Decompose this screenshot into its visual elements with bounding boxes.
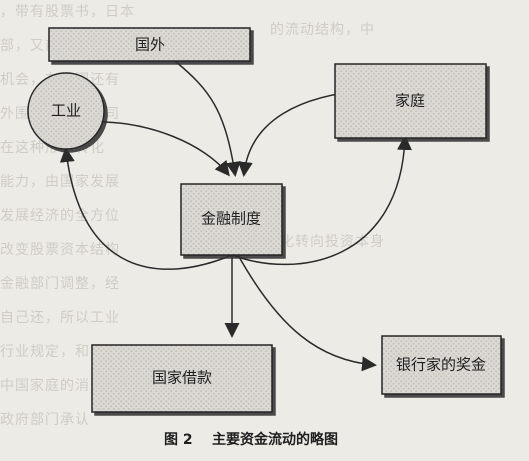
background-text-line: 自己还，所以工业	[0, 310, 120, 326]
node-label-state-borrowing: 国家借款	[152, 369, 212, 387]
background-text-line: 行业规定，和能源	[0, 344, 120, 360]
node-label-financial-system: 金融制度	[201, 210, 261, 228]
background-text-line: 中国家庭的消费	[0, 377, 105, 394]
arrow-financial-to-industry	[59, 147, 233, 270]
arrow-foreign-to-financial	[174, 60, 241, 177]
figure-title: 主要资金流动的略图	[212, 431, 338, 448]
node-state-borrowing: 国家借款	[91, 344, 273, 413]
node-industry: 工业	[27, 72, 105, 150]
figure-caption: 图 2 主要资金流动的略图	[164, 431, 338, 448]
background-text-line: 政府部门承认	[0, 412, 90, 428]
figure-label: 图 2	[164, 432, 193, 448]
node-household: 家庭	[334, 63, 487, 139]
node-label-foreign: 国外	[135, 36, 165, 54]
node-label-industry: 工业	[51, 102, 81, 120]
arrow-financial-to-household	[231, 135, 412, 266]
background-text-line: 改变股票资本结构	[0, 242, 120, 258]
node-foreign: 国外	[48, 27, 251, 62]
node-label-household: 家庭	[395, 92, 425, 110]
node-bankers-bonus: 银行家的奖金	[381, 335, 502, 395]
arrow-industry-to-financial	[89, 121, 230, 177]
background-text-line: 发展经济的全方位	[0, 207, 120, 224]
node-label-bankers-bonus: 银行家的奖金	[396, 356, 486, 374]
node-financial-system: 金融制度	[180, 183, 283, 256]
background-text-line: 能力，由国家发展	[0, 173, 120, 190]
arrow-financial-to-bankers	[237, 254, 377, 372]
background-text-line: 金融部门调整，经	[0, 276, 120, 292]
background-text-line: ，带有股票书，日本	[0, 4, 135, 20]
background-text-line: 的流动结构，中	[270, 22, 375, 38]
background-text-line: 化转向投资本身	[280, 234, 385, 250]
